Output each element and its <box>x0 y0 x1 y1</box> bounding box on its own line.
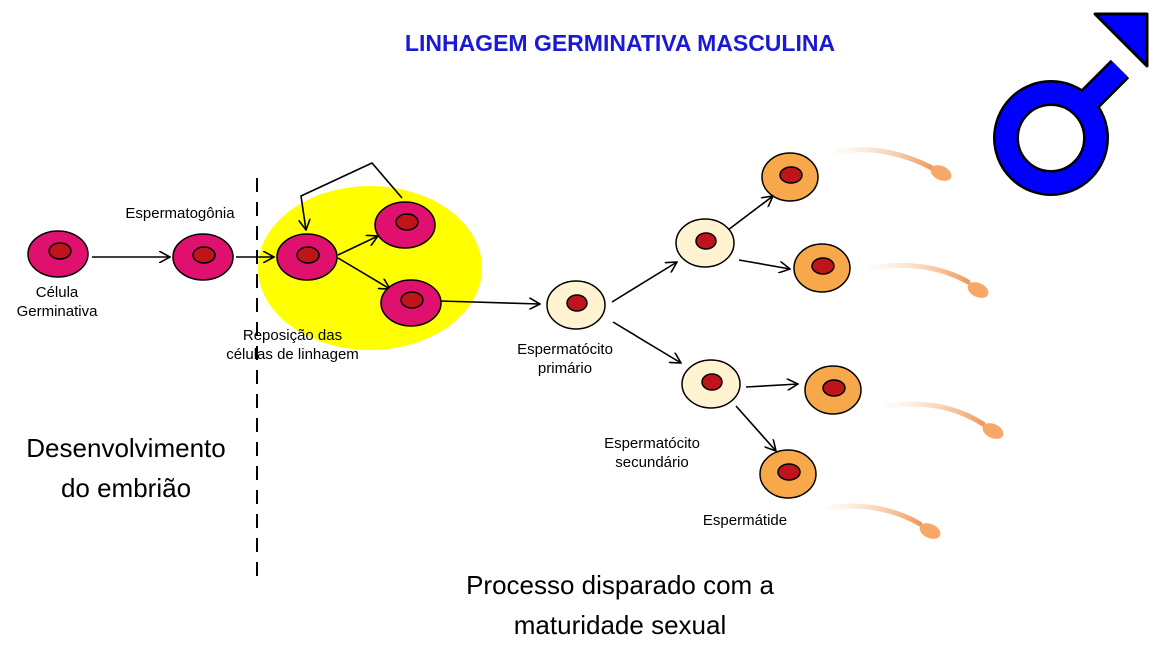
renewal-cell-bottom <box>380 279 442 327</box>
arrow-primary-up <box>611 262 677 303</box>
renewal-cell-left <box>276 233 338 281</box>
spermatogonia-cell <box>172 233 234 281</box>
spermatid-cell-3 <box>804 365 862 415</box>
male-symbol-icon <box>993 12 1149 196</box>
spermatid-cell-2 <box>793 243 851 293</box>
label-processo: Processo disparado com a maturidade sexu… <box>410 565 830 645</box>
arrow-secondary1-up <box>727 196 773 231</box>
arrow-secondary2-right <box>745 384 798 387</box>
spermatid-cell-4 <box>759 449 817 499</box>
label-celula-line1: Célula <box>35 284 79 301</box>
arrow-secondary2-down <box>735 405 776 451</box>
label-celula-line2: Germinativa <box>16 303 98 320</box>
spermatid-cell-1 <box>761 152 819 202</box>
sperm-4 <box>825 503 941 539</box>
label-desenvolvimento-line2: do embrião <box>60 473 192 503</box>
arrow-secondary1-down <box>738 259 790 269</box>
label-processo-line1: Processo disparado com a <box>466 570 774 600</box>
arrow-renewal-loop <box>301 162 403 230</box>
arrows <box>92 162 798 451</box>
label-primario-line1: Espermatócito <box>517 341 613 358</box>
label-desenvolvimento-line1: Desenvolvimento <box>26 433 226 463</box>
secondary-spermatocyte-cell-1 <box>675 218 735 268</box>
label-espermatocito-secundario: Espermatócito secundário <box>587 434 717 472</box>
label-reposicao-line1: Reposição das <box>242 327 343 344</box>
arrow-to-primary <box>439 301 540 304</box>
label-espermatogonia: Espermatogônia <box>125 205 235 222</box>
arrow-zone-down <box>337 257 390 289</box>
sperm-3 <box>885 401 1004 439</box>
renewal-cell-top <box>374 201 436 249</box>
label-espermatide: Espermátide <box>702 512 788 529</box>
label-secundario-line1: Espermatócito <box>604 435 700 452</box>
germ-cell <box>27 230 89 278</box>
label-espermatocito-primario: Espermatócito primário <box>500 340 630 378</box>
sperm-1 <box>833 147 952 181</box>
diagram-title: LINHAGEM GERMINATIVA MASCULINA <box>404 30 836 56</box>
label-secundario-line2: secundário <box>615 454 689 471</box>
sperm-2 <box>869 262 989 298</box>
label-reposicao: Reposição das células de linhagem <box>205 326 380 364</box>
label-celula-germinativa: Célula Germinativa <box>12 283 102 321</box>
label-processo-line2: maturidade sexual <box>513 610 727 640</box>
label-reposicao-line2: células de linhagem <box>226 346 359 363</box>
label-primario-line2: primário <box>537 360 593 377</box>
label-desenvolvimento: Desenvolvimento do embrião <box>0 428 252 508</box>
secondary-spermatocyte-cell-2 <box>681 359 741 409</box>
arrow-primary-down <box>612 321 681 363</box>
arrow-zone-up <box>337 236 378 256</box>
primary-spermatocyte-cell <box>546 280 606 330</box>
